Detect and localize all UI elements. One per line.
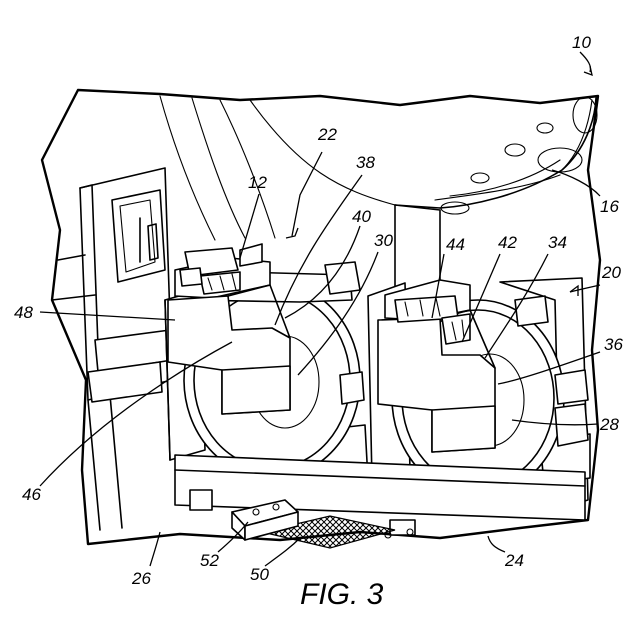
ref-22: 22	[317, 125, 337, 144]
ref-50: 50	[250, 565, 269, 584]
ref-48: 48	[14, 303, 33, 322]
ref-30: 30	[374, 231, 393, 250]
ref-28: 28	[599, 415, 619, 434]
figure-caption: FIG. 3	[300, 578, 384, 611]
ref-34: 34	[548, 233, 567, 252]
ref-26: 26	[131, 569, 151, 588]
ref-20: 20	[601, 263, 621, 282]
ref-46: 46	[22, 485, 41, 504]
ref-42: 42	[498, 233, 517, 252]
ref-38: 38	[356, 153, 375, 172]
left-mount-bracket	[52, 168, 172, 530]
ref-12: 12	[248, 173, 267, 192]
ref-36: 36	[604, 335, 623, 354]
ref-16: 16	[600, 197, 619, 216]
ref-52: 52	[200, 551, 219, 570]
ref-24: 24	[504, 551, 524, 570]
ref-40: 40	[352, 207, 371, 226]
ref-10: 10	[572, 33, 591, 52]
ref-44: 44	[446, 235, 465, 254]
